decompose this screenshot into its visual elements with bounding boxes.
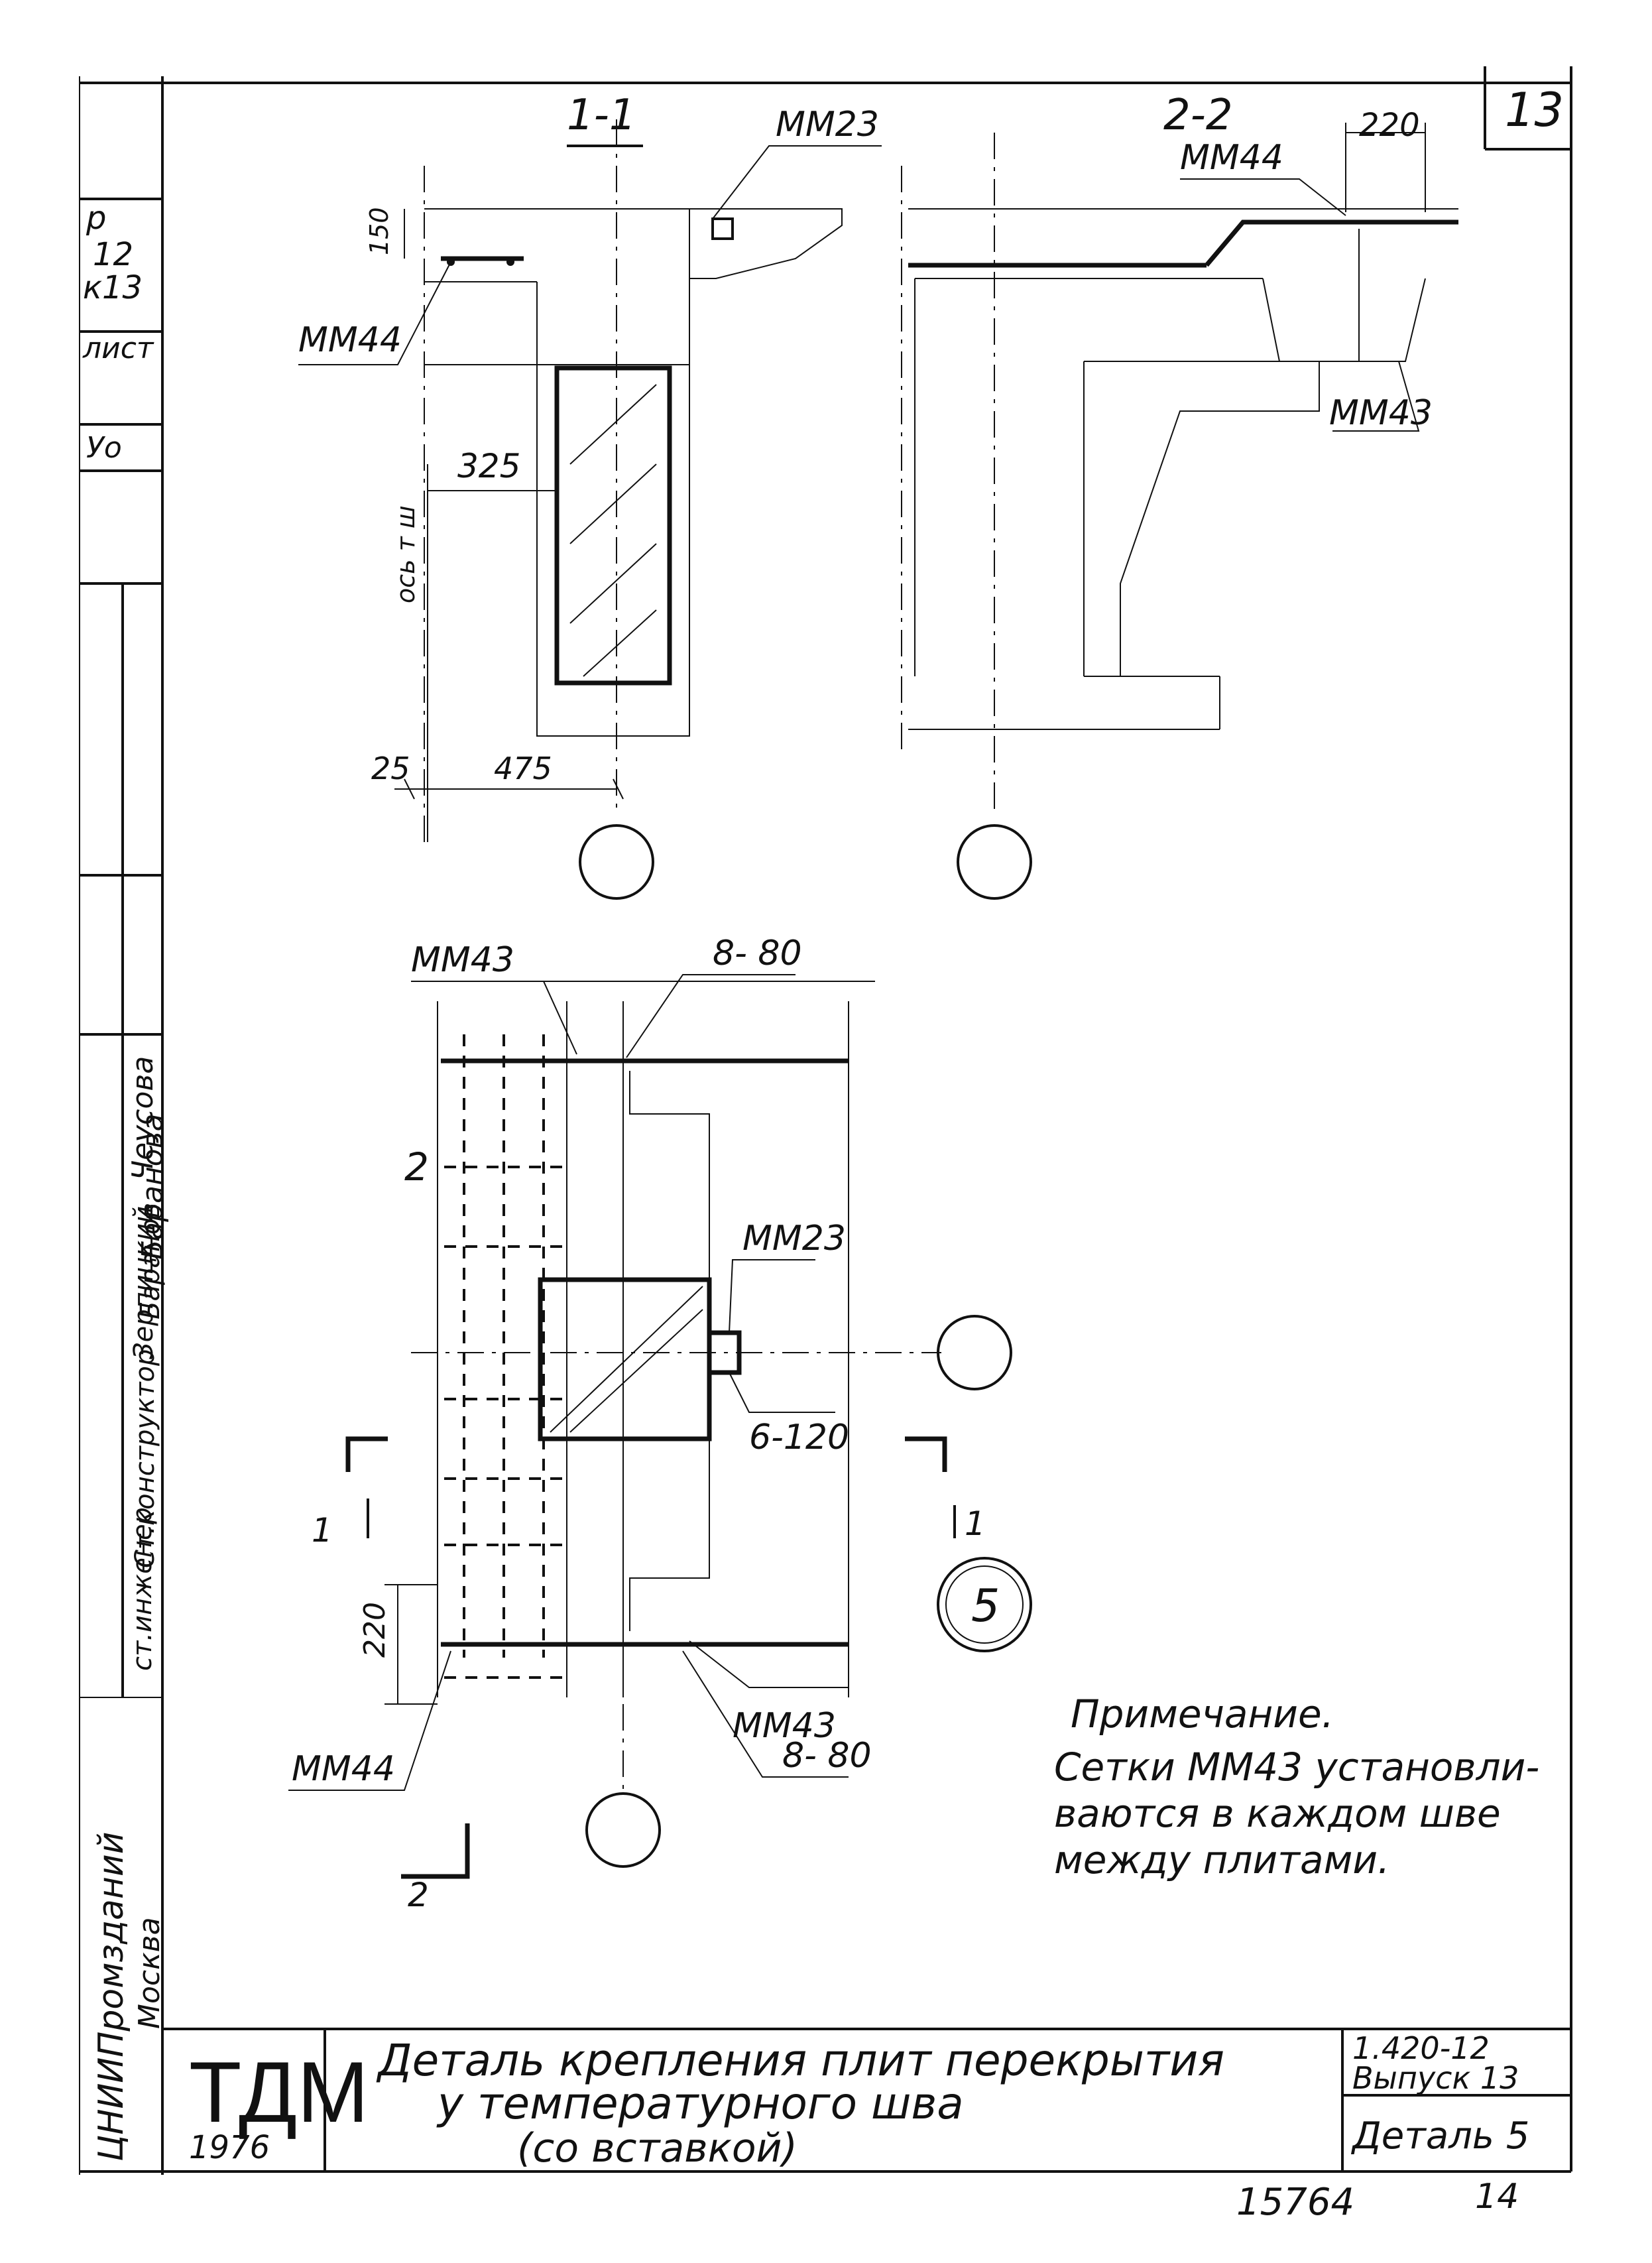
detail-number-badge: 5 — [971, 1580, 1000, 1632]
section-1-1 — [298, 119, 882, 900]
left-strip — [80, 198, 162, 1698]
strip-signature-constructor: Баранов — [135, 1203, 166, 1319]
dim-25: 25 — [371, 751, 410, 786]
issue-number: Выпуск 13 — [1352, 2060, 1519, 2096]
strip-yo: Уо — [86, 431, 122, 465]
detail-label: Деталь 5 — [1350, 2114, 1529, 2158]
label-mm23-plan: ММ23 — [742, 1219, 846, 1258]
sheet-frame — [79, 66, 1572, 2175]
section-mark-1-right: 1 — [965, 1504, 986, 1543]
section-2-2 — [901, 123, 1458, 900]
strip-12: 12 — [93, 236, 133, 273]
label-8-80-bottom: 8- 80 — [782, 1736, 872, 1776]
section-mark-2: 2 — [404, 1144, 429, 1190]
drawing-title-line-3: (со вставкой) — [517, 2125, 797, 2171]
strip-city: Москва — [133, 1917, 166, 2029]
axis-label: ось т ш — [391, 505, 420, 603]
strip-name-constructor: Баранова — [136, 1113, 170, 1260]
note-line-2: ваются в каждом шве — [1054, 1791, 1501, 1836]
strip-role-constructor: Ст.конструктор — [130, 1349, 160, 1568]
drawing-title-line-1: Деталь крепления плит перекрытия — [376, 2035, 1224, 2086]
series-number: 1.420-12 — [1352, 2030, 1490, 2066]
strip-signature-engineer: Зерпицкий — [129, 1206, 159, 1359]
label-mm43-plan-bottom: ММ43 — [733, 1706, 836, 1746]
label-mm44-right: ММ44 — [1180, 138, 1283, 178]
section-mark-1-left: 1 — [312, 1511, 333, 1550]
strip-list: лист — [82, 332, 154, 365]
section-mark-2-bottom: 2 — [408, 1876, 429, 1914]
strip-k13: к13 — [83, 269, 143, 306]
page-number: 14 — [1475, 2177, 1519, 2217]
title-block — [162, 2028, 1571, 2171]
drawing-title-line-2: у температурного шва — [436, 2078, 964, 2129]
strip-role-engineer: ст.инженер — [127, 1507, 158, 1671]
dim-475: 475 — [494, 751, 552, 786]
sheet-number: 13 — [1505, 83, 1564, 137]
dim-220-top: 220 — [1359, 107, 1420, 144]
section-1-1-title: 1-1 — [567, 91, 636, 140]
label-mm43-section: ММ43 — [1329, 393, 1433, 433]
note-line-1: Сетки ММ43 установли- — [1054, 1744, 1539, 1790]
label-mm43-plan-top: ММ43 — [411, 940, 514, 980]
strip-name-engineer: Чеусова — [126, 1056, 160, 1180]
strip-organization: ЦНИИПромзданий — [91, 1832, 131, 2162]
plan-view — [288, 974, 1032, 1879]
note-title: Примечание. — [1071, 1691, 1334, 1737]
section-2-2-title: 2-2 — [1163, 91, 1233, 140]
dim-150: 150 — [365, 207, 394, 255]
dim-325: 325 — [457, 447, 520, 485]
title-year: 1976 — [189, 2129, 270, 2166]
label-mm23-top: ММ23 — [776, 105, 879, 145]
label-mm44-plan: ММ44 — [292, 1749, 395, 1789]
note-line-3: между плитами. — [1054, 1837, 1389, 1882]
logo-tdm: ТДМ — [189, 2044, 369, 2140]
strip-p: р — [86, 200, 106, 237]
label-mm44-left: ММ44 — [298, 320, 402, 360]
label-8-80-top: 8- 80 — [713, 934, 802, 973]
label-6-120: 6-120 — [749, 1418, 849, 1457]
dim-220-left: 220 — [358, 1602, 392, 1658]
inventory-number: 15764 — [1236, 2181, 1354, 2224]
